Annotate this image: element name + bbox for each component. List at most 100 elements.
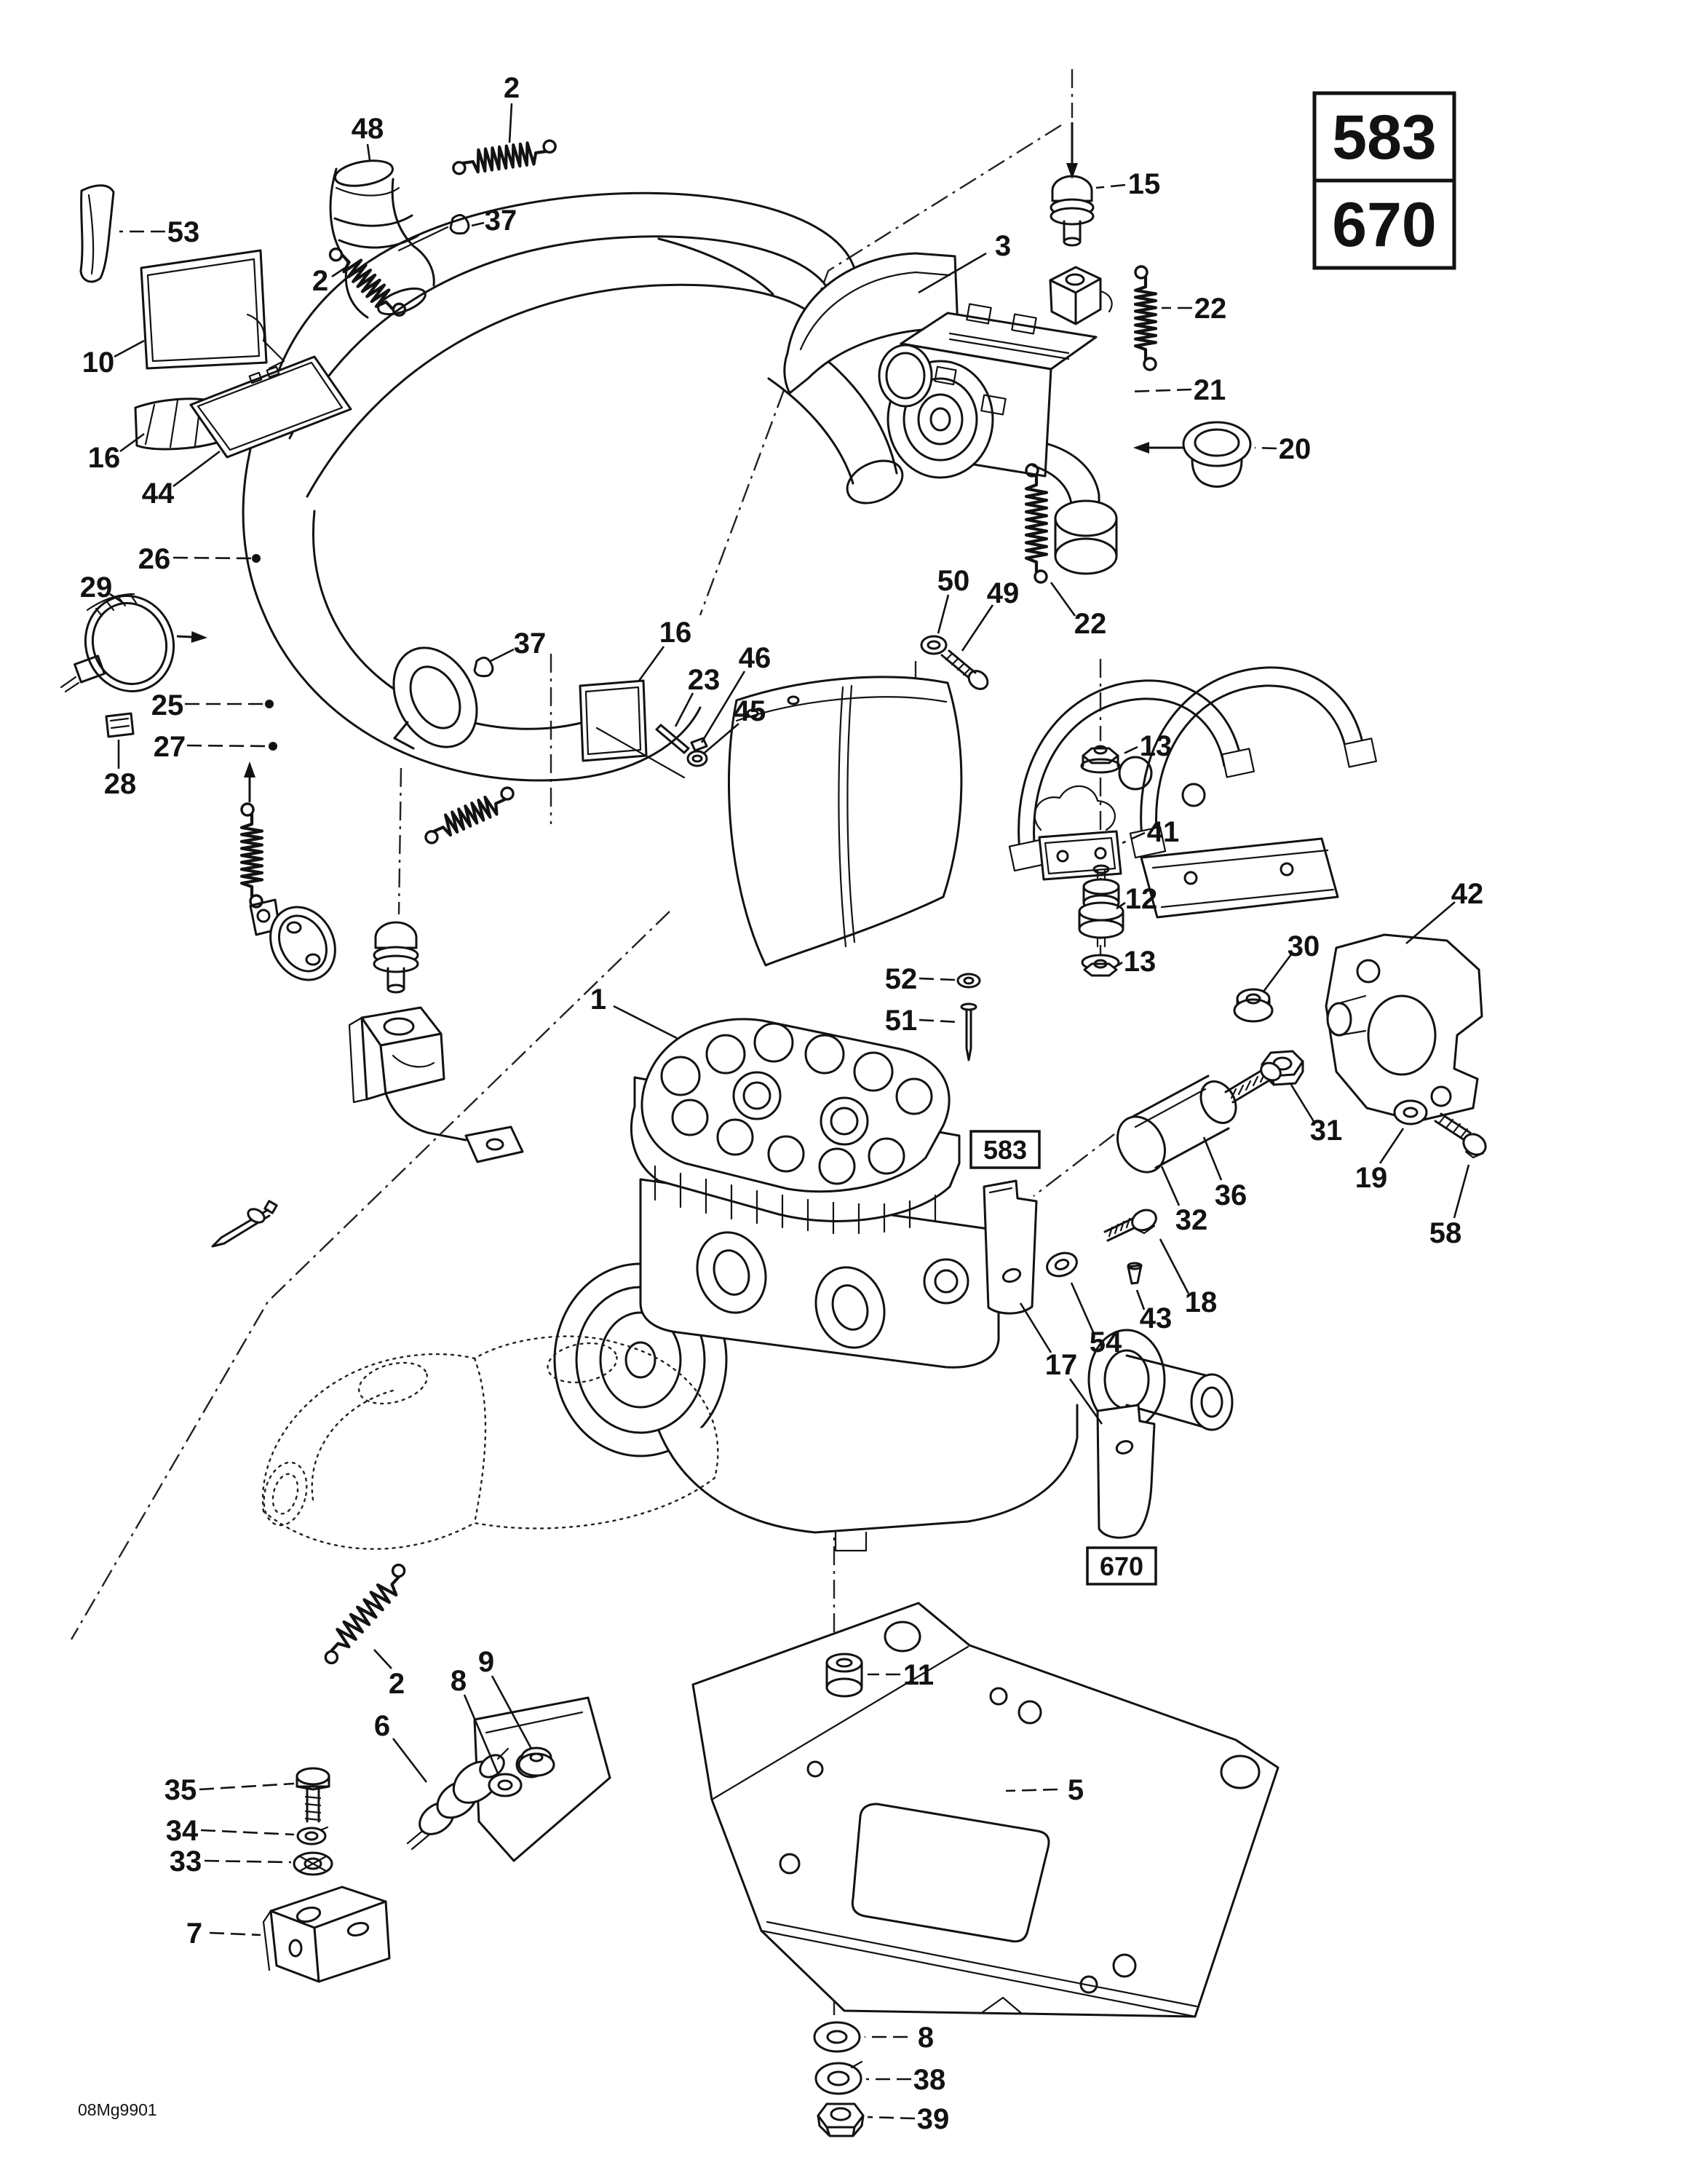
callout-leader — [172, 450, 221, 488]
callout-29: 29 — [80, 571, 113, 604]
spring-2-or-22 — [324, 1563, 406, 1665]
construction-line — [699, 124, 1062, 616]
rubber-mount-12 — [1078, 864, 1124, 948]
callout-2: 2 — [389, 1668, 405, 1700]
callout-dot — [252, 554, 261, 563]
callout-leader — [109, 593, 126, 606]
construction-line — [397, 767, 402, 915]
lock-washer-34 — [296, 1826, 329, 1845]
callout-leader — [1127, 388, 1192, 393]
callout-leader — [199, 1782, 295, 1791]
callout-leader — [1070, 1282, 1095, 1334]
arrow-head — [1133, 442, 1149, 454]
callout-leader — [1116, 901, 1126, 910]
callout-54: 54 — [1090, 1326, 1122, 1358]
callout-leader — [613, 1005, 678, 1040]
callout-leader — [704, 723, 739, 753]
callout-leader — [919, 977, 956, 981]
callout-51: 51 — [885, 1005, 918, 1037]
callout-leader — [491, 1675, 533, 1749]
callout-leader — [1160, 1166, 1181, 1206]
callout-23: 23 — [688, 664, 721, 696]
callout-45: 45 — [734, 695, 766, 727]
tuned-pipe-assembly — [242, 191, 904, 782]
callout-leader — [463, 1694, 499, 1774]
callout-2: 2 — [312, 265, 328, 297]
callout-44: 44 — [142, 478, 175, 510]
callout-leader — [366, 143, 371, 161]
washer-54 — [1046, 1251, 1078, 1278]
callout-9: 9 — [478, 1646, 494, 1678]
inline-label-670: 670 — [1100, 1551, 1143, 1581]
callout-18: 18 — [1185, 1286, 1218, 1318]
inline-tag-583: 583 — [969, 1130, 1041, 1169]
callout-36: 36 — [1215, 1179, 1247, 1211]
callout-8: 8 — [451, 1665, 467, 1697]
muffler-21 — [878, 266, 1118, 575]
arrow-head — [191, 630, 207, 643]
grommet-45 — [686, 750, 708, 767]
washer-33 — [293, 1851, 333, 1876]
callout-22: 22 — [1074, 608, 1107, 640]
lock-washer-38 — [814, 2060, 863, 2095]
callout-leader — [1019, 1302, 1052, 1353]
baffle-53 — [79, 184, 115, 283]
callout-30: 30 — [1288, 930, 1320, 962]
spacer-11 — [825, 1653, 863, 1698]
callout-42: 42 — [1451, 878, 1484, 910]
callout-leader — [674, 692, 694, 727]
callout-leader — [1135, 1289, 1146, 1310]
arrow-head — [1066, 163, 1078, 179]
bracket-42 — [1325, 933, 1483, 1123]
callout-35: 35 — [164, 1774, 197, 1806]
washer-52 — [956, 973, 981, 989]
bolt-58 — [1434, 1112, 1487, 1159]
callout-leader — [1005, 1788, 1058, 1792]
washer-50 — [920, 635, 948, 655]
heat-mat-44 — [189, 355, 352, 459]
flange-nut-13b — [1081, 954, 1120, 977]
callout-leader — [961, 604, 994, 652]
callout-7: 7 — [186, 1918, 202, 1950]
variant-box: 583 670 — [1312, 91, 1456, 270]
extension-springs — [239, 139, 1158, 1665]
callout-34: 34 — [166, 1815, 199, 1847]
callout-13: 13 — [1124, 946, 1157, 978]
nut-39 — [817, 2102, 865, 2137]
nut-43 — [1127, 1262, 1143, 1285]
foam-pad-16b — [579, 679, 686, 779]
clamp-screw-37a-icon — [397, 214, 470, 252]
sleeve-32 — [1116, 1075, 1237, 1174]
bracket-40 — [249, 898, 336, 981]
callout-dot — [265, 700, 274, 708]
callout-49: 49 — [987, 577, 1020, 609]
clip-46 — [690, 737, 708, 752]
callout-leader — [331, 266, 346, 278]
hose-clamp-29 — [60, 593, 175, 693]
inline-tag-670: 670 — [1086, 1546, 1157, 1586]
callout-leader — [1122, 831, 1146, 844]
callout-leader — [638, 646, 665, 681]
callout-leader — [119, 432, 145, 453]
callout-leader — [1068, 1378, 1103, 1425]
callout-10: 10 — [82, 347, 115, 379]
callout-22: 22 — [1194, 293, 1227, 325]
callout-25: 25 — [151, 689, 184, 721]
callout-27: 27 — [154, 731, 186, 763]
callout-leader — [490, 648, 515, 662]
callout-leader — [919, 1018, 960, 1024]
callout-leader — [1202, 1136, 1223, 1181]
grommet-20 — [1182, 421, 1252, 488]
callout-19: 19 — [1355, 1162, 1388, 1194]
callout-16: 16 — [88, 442, 121, 474]
construction-line — [70, 911, 670, 1640]
callout-20: 20 — [1279, 433, 1312, 465]
callout-43: 43 — [1140, 1302, 1173, 1334]
hose-48 — [329, 159, 435, 319]
panel-10 — [140, 249, 285, 370]
spring-2-or-22 — [239, 802, 264, 909]
callout-17: 17 — [1045, 1349, 1078, 1381]
strip-23 — [655, 724, 690, 754]
